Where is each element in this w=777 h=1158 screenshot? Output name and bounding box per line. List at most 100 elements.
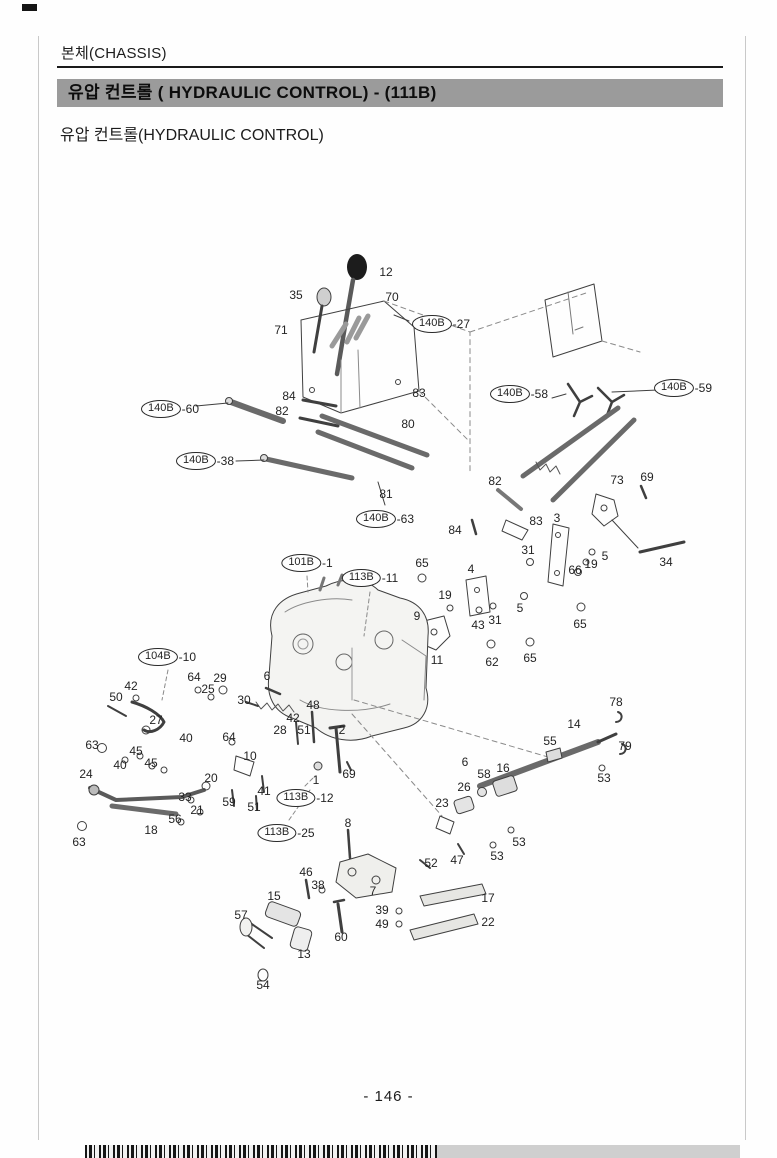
part-callout-27: 27 bbox=[149, 713, 163, 727]
part-callout-55: 55 bbox=[543, 734, 557, 748]
scan-corner-mark bbox=[22, 4, 37, 11]
part-callout-39: 39 bbox=[375, 903, 389, 917]
part-callout-62: 62 bbox=[485, 655, 499, 669]
ref-bubble-140B-60: 140B-60 bbox=[140, 400, 200, 418]
ref-bubble-101B-1: 101B-1 bbox=[281, 554, 333, 572]
scan-edge-right bbox=[745, 36, 746, 1140]
part-callout-5: 5 bbox=[516, 601, 524, 615]
part-callout-28: 28 bbox=[273, 723, 287, 737]
part-callout-83: 83 bbox=[412, 386, 426, 400]
ref-bubble-oval: 140B bbox=[175, 452, 216, 470]
ref-bubble-oval: 140B bbox=[355, 510, 396, 528]
ref-bubble-113B-11: 113B-11 bbox=[341, 569, 398, 587]
part-callout-56: 56 bbox=[168, 812, 182, 826]
part-callout-42: 42 bbox=[124, 679, 138, 693]
part-callout-83: 83 bbox=[529, 514, 543, 528]
part-callout-29: 29 bbox=[213, 671, 227, 685]
part-callout-64: 64 bbox=[222, 730, 236, 744]
part-callout-38: 38 bbox=[311, 878, 325, 892]
part-callout-64: 64 bbox=[187, 670, 201, 684]
part-callout-14: 14 bbox=[567, 717, 581, 731]
part-callout-16: 16 bbox=[496, 761, 510, 775]
ref-bubble-oval: 101B bbox=[281, 554, 322, 572]
ref-bubble-oval: 140B bbox=[489, 385, 530, 403]
part-callout-19: 19 bbox=[584, 557, 598, 571]
part-callout-49: 49 bbox=[375, 917, 389, 931]
ref-bubble-140B-63: 140B-63 bbox=[355, 510, 415, 528]
part-callout-60: 60 bbox=[334, 930, 348, 944]
part-callout-11: 11 bbox=[430, 653, 444, 667]
part-callout-1: 1 bbox=[312, 773, 320, 787]
part-callout-23: 23 bbox=[435, 796, 449, 810]
part-callout-80: 80 bbox=[401, 417, 415, 431]
ref-bubble-suffix: -38 bbox=[216, 454, 235, 468]
part-callout-53: 53 bbox=[512, 835, 526, 849]
ref-bubble-113B-12: 113B-12 bbox=[276, 789, 334, 807]
ref-bubble-oval: 113B bbox=[341, 569, 381, 587]
part-callout-71: 71 bbox=[274, 323, 288, 337]
part-callout-5: 5 bbox=[601, 549, 609, 563]
part-callout-4: 4 bbox=[467, 562, 475, 576]
part-callout-42: 42 bbox=[286, 711, 300, 725]
part-callout-30: 30 bbox=[237, 693, 251, 707]
ref-bubble-140B-58: 140B-58 bbox=[489, 385, 549, 403]
part-callout-13: 13 bbox=[297, 947, 311, 961]
part-callout-2: 2 bbox=[338, 723, 346, 737]
part-callout-66: 66 bbox=[568, 563, 582, 577]
part-callout-59: 59 bbox=[222, 795, 236, 809]
ref-bubble-140B-27: 140B-27 bbox=[411, 315, 471, 333]
ref-bubble-oval: 113B bbox=[257, 824, 297, 842]
ref-bubble-suffix: -25 bbox=[297, 826, 315, 840]
part-callout-20: 20 bbox=[204, 771, 218, 785]
ref-bubble-suffix: -60 bbox=[181, 402, 200, 416]
part-callout-40: 40 bbox=[113, 758, 127, 772]
part-callout-57: 57 bbox=[234, 908, 248, 922]
ref-bubble-suffix: -1 bbox=[322, 556, 333, 570]
page-subtitle: 유압 컨트롤(HYDRAULIC CONTROL) bbox=[60, 127, 324, 144]
part-callout-63: 63 bbox=[85, 738, 99, 752]
part-callout-46: 46 bbox=[299, 865, 313, 879]
part-callout-47: 47 bbox=[450, 853, 464, 867]
ref-bubble-suffix: -63 bbox=[396, 512, 415, 526]
part-callout-82: 82 bbox=[488, 474, 502, 488]
part-callout-19: 19 bbox=[438, 588, 452, 602]
part-callout-10: 10 bbox=[243, 749, 257, 763]
part-callout-81: 81 bbox=[379, 487, 393, 501]
part-callout-17: 17 bbox=[481, 891, 495, 905]
part-callout-58: 58 bbox=[477, 767, 491, 781]
page-title: 유압 컨트롤 ( HYDRAULIC CONTROL) - (111B) bbox=[57, 79, 723, 107]
header-rule bbox=[57, 66, 723, 68]
part-callout-9: 9 bbox=[413, 609, 421, 623]
ref-bubble-104B-10: 104B-10 bbox=[137, 648, 197, 666]
ref-bubble-suffix: -59 bbox=[694, 381, 713, 395]
ref-bubble-oval: 140B bbox=[140, 400, 181, 418]
part-callout-33: 33 bbox=[178, 790, 192, 804]
part-callout-53: 53 bbox=[597, 771, 611, 785]
part-callout-7: 7 bbox=[369, 884, 377, 898]
part-callout-51: 51 bbox=[297, 723, 311, 737]
ref-bubble-oval: 104B bbox=[137, 648, 178, 666]
part-callout-79: 79 bbox=[618, 739, 632, 753]
part-callout-52: 52 bbox=[424, 856, 438, 870]
part-callout-40: 40 bbox=[179, 731, 193, 745]
part-callout-54: 54 bbox=[256, 978, 270, 992]
part-callout-12: 12 bbox=[379, 265, 393, 279]
ref-bubble-suffix: -58 bbox=[530, 387, 549, 401]
part-callout-48: 48 bbox=[306, 698, 320, 712]
part-callout-15: 15 bbox=[267, 889, 281, 903]
part-callout-43: 43 bbox=[471, 618, 485, 632]
part-callout-70: 70 bbox=[385, 290, 399, 304]
page-number: - 146 - bbox=[363, 1088, 414, 1105]
part-callout-18: 18 bbox=[144, 823, 158, 837]
part-callout-53: 53 bbox=[490, 849, 504, 863]
ref-bubble-suffix: -10 bbox=[178, 650, 197, 664]
part-callout-41: 41 bbox=[257, 784, 271, 798]
scan-edge-left bbox=[38, 36, 39, 1140]
part-callout-78: 78 bbox=[609, 695, 623, 709]
part-callout-21: 21 bbox=[190, 803, 204, 817]
ref-bubble-suffix: -27 bbox=[452, 317, 471, 331]
part-callout-22: 22 bbox=[481, 915, 495, 929]
